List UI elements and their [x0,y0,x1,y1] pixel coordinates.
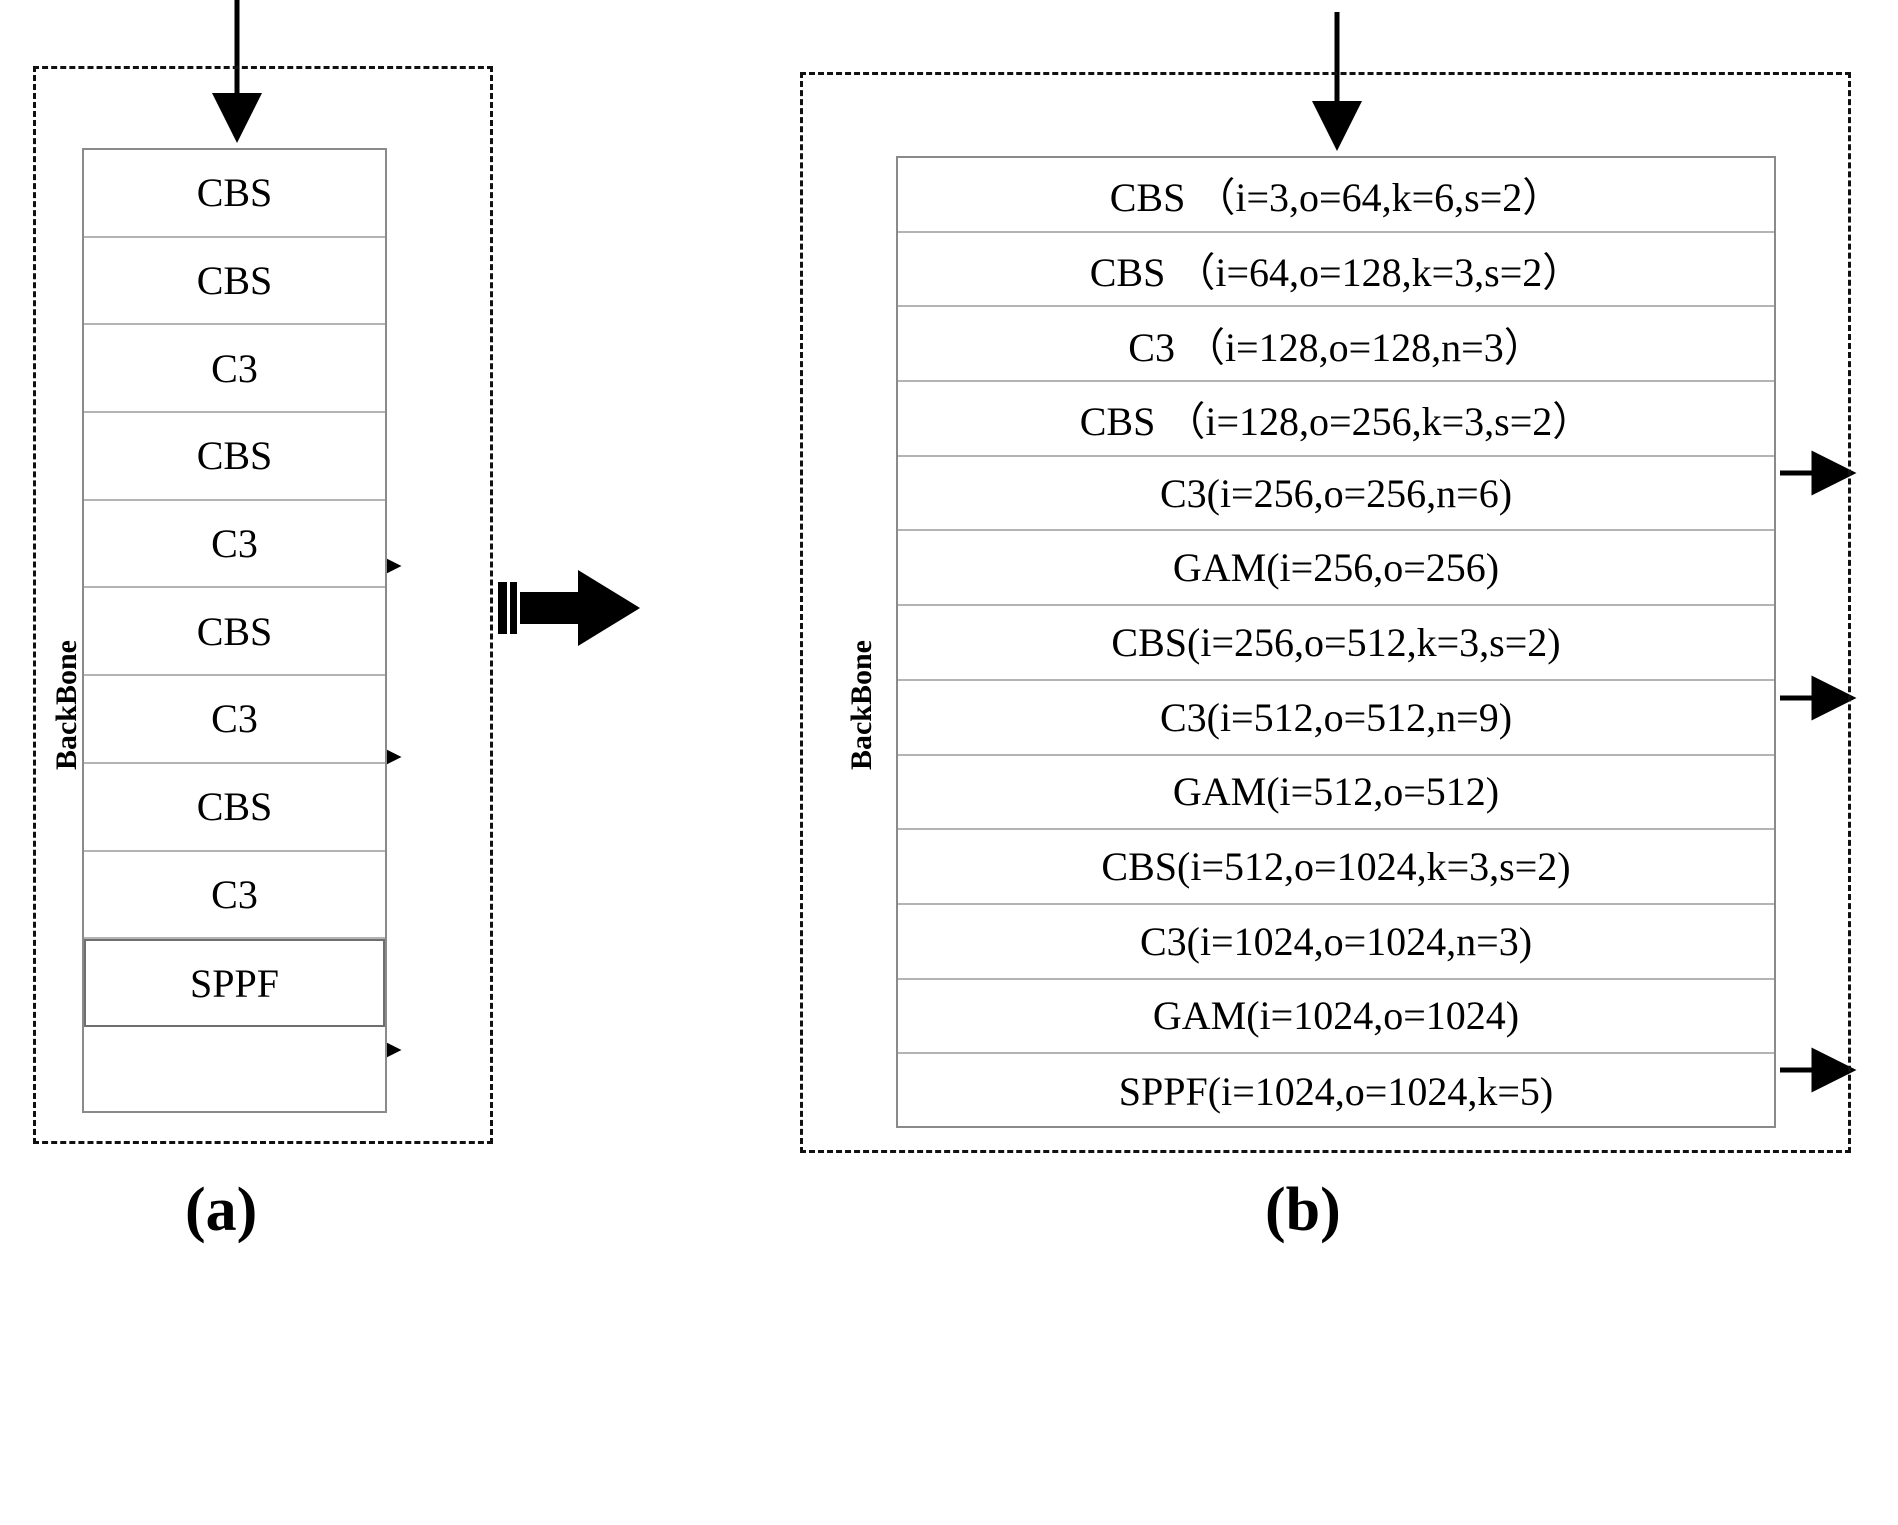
layer-row[interactable]: CBS （i=64,o=128,k=3,s=2） [898,233,1774,308]
panel-a-dashed-border [33,66,493,1144]
layer-row[interactable]: C3 [84,325,385,414]
layer-row[interactable]: CBS [84,413,385,501]
layer-row[interactable]: CBS(i=512,o=1024,k=3,s=2) [898,830,1774,905]
layer-row[interactable]: C3(i=256,o=256,n=6) [898,457,1774,532]
layer-row[interactable]: GAM(i=512,o=512) [898,756,1774,831]
layer-row[interactable]: CBS [84,588,385,677]
layer-row[interactable]: C3(i=1024,o=1024,n=3) [898,905,1774,980]
panel-b-caption: (b) [1265,1176,1341,1244]
panel-b-layer-stack: CBS （i=3,o=64,k=6,s=2） CBS （i=64,o=128,k… [896,156,1776,1128]
layer-row[interactable]: SPPF(i=1024,o=1024,k=5) [1118,1069,1554,1115]
panel-b-dashed-border [800,72,1851,1153]
layer-row[interactable]: GAM(i=256,o=256) [898,531,1774,607]
layer-row[interactable]: C3 [84,852,385,940]
layer-row[interactable]: CBS [84,238,385,326]
layer-row[interactable]: CBS(i=256,o=512,k=3,s=2) [898,606,1774,681]
layer-row[interactable]: C3 [84,501,385,589]
panel-b-backbone-label: BackBone [845,640,878,771]
layer-row[interactable]: C3 [84,676,385,764]
layer-row[interactable]: CBS [84,764,385,852]
layer-row[interactable]: CBS （i=3,o=64,k=6,s=2） [898,158,1774,233]
layer-row[interactable]: CBS （i=128,o=256,k=3,s=2） [898,382,1774,457]
layer-row[interactable]: C3 （i=128,o=128,n=3） [898,307,1774,383]
panel-a-backbone-label: BackBone [50,640,83,771]
layer-row[interactable]: C3(i=512,o=512,n=9) [898,681,1774,756]
panel-a-layer-stack: CBS CBS C3 CBS C3 CBS C3 CBS C3 SPPF [82,148,387,1113]
panel-a-caption: (a) [185,1176,258,1244]
bold-right-arrow-icon [498,570,640,646]
layer-row[interactable]: GAM(i=1024,o=1024) [898,980,1774,1055]
layer-row[interactable]: SPPF [84,939,385,1027]
layer-row[interactable]: CBS [84,150,385,238]
